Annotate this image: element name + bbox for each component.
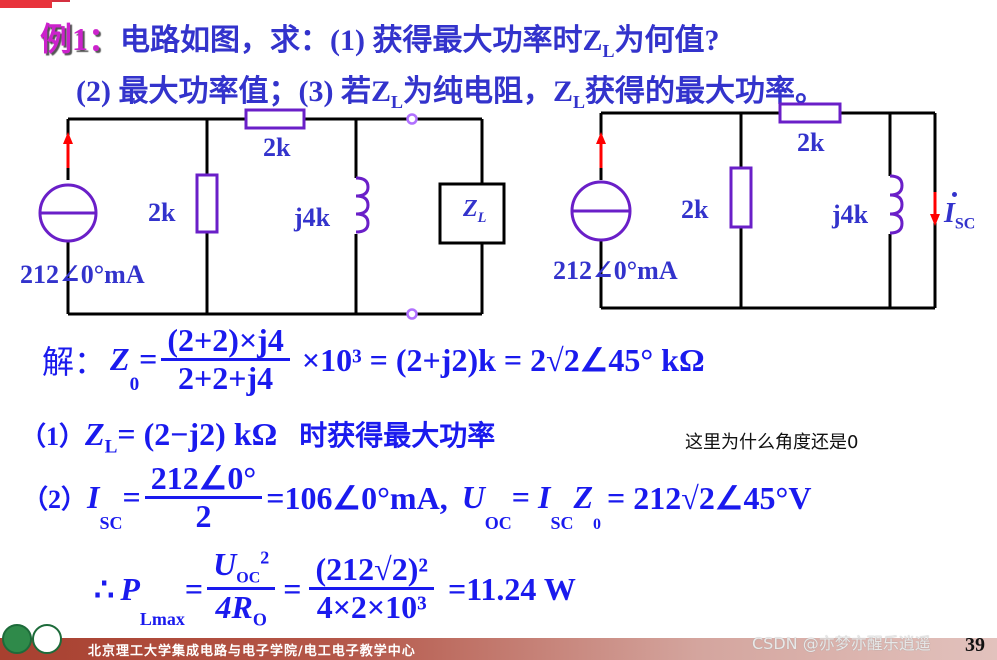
uoc-symbol-3: U <box>213 546 237 582</box>
solution-prefix: 解： <box>42 343 107 380</box>
z0-denominator: 2+2+j4 <box>178 359 274 396</box>
inductor-label-left: j4k <box>294 203 331 232</box>
terminal-top-icon <box>406 113 418 125</box>
z0-symbol-2: Z <box>573 479 594 516</box>
z0-result: ×10³ = (2+j2)k = 2√2∠45° kΩ <box>301 341 705 378</box>
load-label-main: Z <box>463 196 478 222</box>
example-label: 例1： <box>40 21 121 57</box>
pmax-denominator-2: 4×2×10³ <box>316 588 427 625</box>
load-box-icon <box>438 182 506 245</box>
equals-sign: = <box>139 341 158 378</box>
pmax-result: =11.24 W <box>447 570 576 607</box>
z0-sub-2: 0 <box>593 515 602 533</box>
user-note: 这里为什么角度还是0 <box>685 432 859 453</box>
isc-numerator: 212∠0° <box>144 461 263 499</box>
circuit-diagram-left <box>38 108 506 320</box>
step2-isc-sub: SC <box>99 512 123 533</box>
parallel-resistor-label-right: 2k <box>681 195 709 224</box>
series-resistor-label-right: 2k <box>797 128 825 157</box>
top-accent-bar-thin <box>52 0 70 2</box>
uoc-sub-3: OC <box>236 569 261 587</box>
problem-title-line2: (2) 最大功率值；(3) 若ZL为纯电阻，ZL获得的最大功率。 <box>76 66 825 113</box>
pmax-fraction-2: (212√2)² 4×2×10³ <box>309 553 434 625</box>
isc-label: ISC <box>944 198 975 234</box>
step1-zl: Z <box>85 416 105 452</box>
step1-prefix: （1） <box>20 422 86 451</box>
top-accent-bar <box>0 0 52 8</box>
source-label-right: 212∠0°mA <box>553 256 678 285</box>
isc-value: =106∠0°mA, <box>266 479 448 516</box>
load-label-sub: L <box>477 209 487 226</box>
series-resistor-icon <box>244 108 306 130</box>
uoc-result: = 212√2∠45°V <box>607 479 812 516</box>
title2-part-a: (2) 最大功率值；(3) 若Z <box>76 75 391 108</box>
inductor-icon <box>355 176 370 234</box>
step1-value: = (2−j2) kΩ <box>117 416 278 452</box>
school-logo-icon <box>32 624 62 654</box>
terminal-bottom-icon <box>406 308 418 320</box>
series-resistor-label-left: 2k <box>263 133 291 162</box>
series-resistor-icon-right <box>778 102 842 124</box>
equals-sign-2: = <box>511 479 539 516</box>
r0-sub: O <box>252 609 267 630</box>
isc-denominator: 2 <box>195 497 212 534</box>
parallel-resistor-icon <box>195 173 219 234</box>
title2-sub1: L <box>390 92 403 112</box>
footer-institution: 北京理工大学集成电路与电子学院/电工电子教学中心 <box>88 644 416 659</box>
title2-sub2: L <box>573 92 586 112</box>
isc-fraction: 212∠0° 2 <box>144 461 263 534</box>
csdn-watermark: CSDN @亦梦亦醒乐逍遥 <box>752 634 931 653</box>
solution-step1: （1）ZL= (2−j2) kΩ 时获得最大功率 <box>20 414 495 458</box>
uoc-sup-3: 2 <box>260 547 270 568</box>
pmax-fraction-1: UOC2 4RO <box>207 546 276 630</box>
equals-sign-3: = <box>283 570 302 607</box>
step1-zl-sub: L <box>104 436 118 458</box>
step2-prefix: （2） <box>22 485 88 515</box>
pmax-sub: Lmax <box>139 609 185 630</box>
uoc-sub: OC <box>484 512 512 533</box>
pmax-symbol: P <box>120 570 140 607</box>
title-tail: 为何值? <box>614 24 720 57</box>
z0-symbol: Z <box>110 341 130 378</box>
parallel-resistor-icon-right <box>729 166 753 229</box>
step2-isc: I <box>87 479 100 516</box>
isc-symbol-2: I <box>538 479 551 516</box>
circuit-diagram-right <box>570 102 940 310</box>
z0-fraction: (2+2)×j4 2+2+j4 <box>161 323 290 396</box>
r0-term: 4R <box>215 589 253 626</box>
title2-part-b: 为纯电阻，Z <box>403 75 574 108</box>
pmax-numerator-1: UOC2 <box>207 546 276 591</box>
inductor-label-right: j4k <box>832 200 869 229</box>
step1-text: 时获得最大功率 <box>299 421 496 452</box>
university-logo-icon <box>2 624 32 654</box>
z0-sub: 0 <box>129 373 140 395</box>
isc-label-sub: SC <box>954 215 976 233</box>
equals-sign: = <box>122 479 141 516</box>
therefore-symbol: ∴ <box>94 571 115 608</box>
title-text: 电路如图，求：(1) 获得最大功率时Z <box>120 24 603 57</box>
title-sub: L <box>602 41 615 61</box>
problem-title-line1: 例1：电路如图，求：(1) 获得最大功率时ZL为何值? <box>40 14 720 62</box>
phasor-dot-icon <box>952 192 957 197</box>
equals-sign: = <box>184 570 204 607</box>
pmax-numerator-2: (212√2)² <box>309 553 434 590</box>
inductor-icon-right <box>889 174 904 235</box>
load-label: ZL <box>463 196 486 227</box>
uoc-symbol: U <box>461 479 485 516</box>
z0-numerator: (2+2)×j4 <box>161 323 290 361</box>
footer-bar <box>0 638 997 660</box>
isc-label-main: I <box>944 198 955 229</box>
isc-sub-2: SC <box>550 512 574 533</box>
page-number: 39 <box>965 634 985 656</box>
parallel-resistor-label-left: 2k <box>148 198 176 227</box>
pmax-denominator-1: 4RO <box>210 590 273 630</box>
source-label-left: 212∠0°mA <box>20 260 145 289</box>
